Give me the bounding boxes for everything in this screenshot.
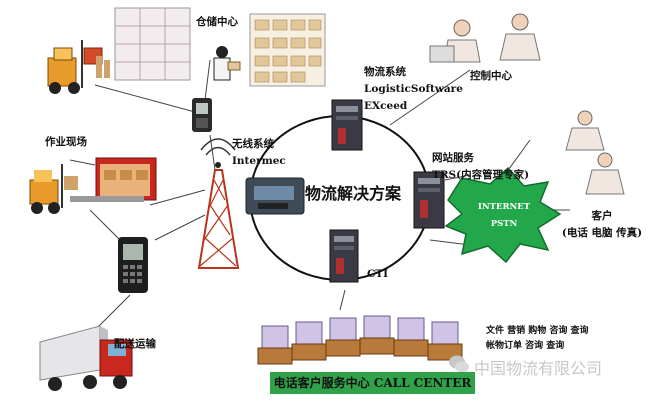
label-internet-line: INTERNET	[477, 202, 531, 212]
label-web-service-cn: 网站服务	[432, 152, 474, 164]
solution-title: 物流解决方案	[305, 184, 402, 203]
line-worksite-tower	[149, 189, 206, 206]
label-delivery: 配送运输	[114, 338, 156, 350]
line-worksite	[69, 159, 96, 166]
label-trs: TRS(内容管理专家)	[432, 169, 530, 182]
warehouse-shelves-icon	[114, 7, 326, 87]
line-server-control	[389, 69, 471, 126]
call-center-banner: 电话客户服务中心 CALL CENTER	[270, 372, 475, 394]
label-customer-channels: (电话 电脑 传真)	[561, 227, 643, 240]
label-intermec: Intermec	[232, 155, 286, 168]
customer-people-icon	[565, 110, 625, 195]
label-services: 文件 营销 购物 咨询 查询 帐物订单 咨询 查询	[486, 326, 589, 352]
line-web-internet	[444, 174, 471, 181]
label-control-center: 控制中心	[470, 70, 512, 82]
call-center-operators-icon	[261, 315, 459, 349]
forklift-icon	[47, 40, 110, 94]
label-warehouse: 仓储中心	[196, 16, 238, 28]
label-worksite: 作业现场	[45, 136, 87, 148]
internet-cloud-icon	[444, 166, 562, 264]
cti-server-icon	[329, 229, 359, 283]
label-cti: CTI	[367, 268, 389, 280]
line-forklift-device	[94, 84, 196, 113]
line-cti-callcenter	[339, 289, 346, 311]
label-customer: 客户 (电话 电脑 传真)	[548, 210, 656, 240]
label-wireless-cn: 无线系统	[232, 138, 274, 150]
handheld-terminal-icon	[192, 98, 212, 132]
line-scanner-truck	[94, 294, 131, 331]
control-center-people-icon	[429, 13, 541, 63]
line-warehouse-device	[204, 59, 211, 101]
intermec-device-icon	[245, 177, 305, 215]
label-internet: INTERNET PSTN	[474, 202, 534, 229]
label-customer-cn: 客户	[591, 210, 613, 222]
line-scanner-tower	[154, 214, 206, 241]
call-center-desks-icon	[257, 337, 463, 365]
label-web-service: 网站服务 TRS(内容管理专家)	[432, 152, 529, 182]
label-wireless: 无线系统 Intermec	[232, 138, 286, 168]
barcode-scanner-icon	[118, 237, 148, 293]
radio-tower-icon	[197, 138, 240, 269]
watermark-text: 中国物流有限公司	[474, 359, 603, 378]
web-server-icon	[413, 171, 445, 229]
label-logistics-system-cn: 物流系统	[364, 66, 406, 78]
label-pstn-line: PSTN	[490, 218, 518, 229]
logistics-server-icon	[331, 99, 363, 151]
label-logistics-software: LogisticSoftware	[364, 83, 463, 96]
label-logistics-system: 物流系统 LogisticSoftware EXceed	[364, 66, 463, 113]
delivery-truck-icon	[39, 325, 133, 391]
worksite-icon	[29, 157, 157, 214]
wechat-logo-icon	[449, 355, 469, 373]
label-exceed: EXceed	[364, 100, 408, 113]
